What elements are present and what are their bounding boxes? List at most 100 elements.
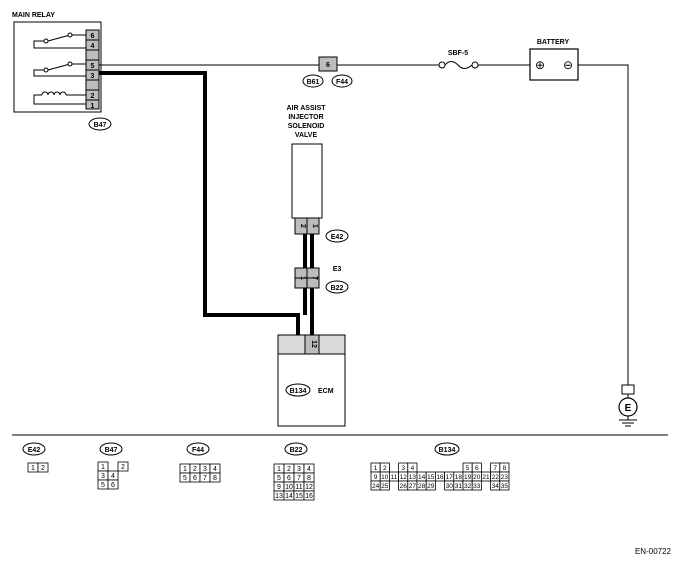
connector-pin-number: 8: [503, 465, 507, 472]
fuse-label: SBF-5: [448, 50, 468, 57]
connector-pin-number: 20: [473, 474, 481, 481]
connector-pin-number: 15: [295, 493, 303, 500]
connector-pin-number: 4: [213, 466, 217, 473]
connector-cell: [108, 462, 118, 471]
connector-pin-number: 9: [374, 474, 378, 481]
joint-pin: 7: [311, 276, 318, 280]
connector-pin-number: 7: [203, 475, 207, 482]
connector-tag-label: B134: [290, 388, 307, 395]
relay-pin: 5: [91, 63, 95, 70]
connector-pin-number: 6: [111, 482, 115, 489]
relay-switch-lower: [33, 61, 86, 77]
valve-pin: 1: [311, 224, 318, 228]
connector-cell: [481, 463, 490, 472]
top-connector-pin: 6: [326, 62, 330, 69]
main-relay-box: [13, 21, 102, 113]
connector-pin-number: 13: [275, 493, 283, 500]
connector-cell: [425, 480, 436, 491]
connector-pin-number: 4: [307, 466, 311, 473]
connector-cell: [389, 463, 398, 472]
wires: [99, 64, 629, 385]
connector-view-tag: [434, 442, 460, 456]
joint-pin: 1: [299, 276, 306, 280]
connector-view-id: B134: [439, 447, 456, 454]
connector-pin-number: 3: [101, 473, 105, 480]
connector-tag-b61: [302, 74, 324, 88]
connector-cell: [481, 481, 490, 490]
connector-cell: [499, 480, 510, 491]
valve-pin: 2: [299, 224, 306, 228]
connector-pin-number: 3: [203, 466, 207, 473]
connector-pin-number: 16: [305, 493, 313, 500]
connector-tag-b22: [325, 280, 349, 294]
connector-cell: [435, 481, 444, 490]
connector-pin-number: 16: [436, 474, 444, 481]
connector-pin-number: 8: [307, 475, 311, 482]
connector-pin-number: 3: [297, 466, 301, 473]
connector-pin-number: 23: [501, 474, 509, 481]
ground-connector: [621, 384, 635, 395]
connector-pin-number: 2: [383, 465, 387, 472]
connector-pin-number: 3: [401, 465, 405, 472]
connector-pin-number: 1: [277, 466, 281, 473]
ecm-pin-cell: [304, 334, 320, 355]
battery-box: [529, 48, 579, 81]
connector-pin-number: 5: [101, 482, 105, 489]
connector-cell: [379, 480, 390, 491]
connector-tag-f44: [331, 74, 353, 88]
connector-cell: [37, 462, 49, 473]
connector-tag-e3: E3: [333, 266, 342, 273]
connector-pin-number: 12: [305, 484, 313, 491]
connector-view-tag: [186, 442, 210, 456]
connector-pin-number: 14: [418, 474, 426, 481]
connector-pin-number: 7: [493, 465, 497, 472]
fuse-icon: [438, 61, 479, 69]
connector-pin-number: 17: [446, 474, 454, 481]
connector-pin-number: 5: [466, 465, 470, 472]
connector-pin-number: 11: [391, 474, 398, 481]
connector-pin-number: 19: [464, 474, 472, 481]
connector-view-id: B22: [290, 447, 303, 454]
connector-pin-number: 25: [381, 483, 389, 490]
connector-pin-number: 2: [287, 466, 291, 473]
valve-label-line: INJECTOR: [288, 114, 323, 121]
connector-pin-number: 28: [418, 483, 426, 490]
connector-pin-number: 6: [287, 475, 291, 482]
connector-cell: [454, 463, 463, 472]
connector-tag-b134: [285, 383, 311, 397]
top-connector: [318, 56, 338, 72]
ecm-pin: 12: [310, 340, 317, 348]
connector-pin-number: 2: [193, 466, 197, 473]
connector-pin-number: 2: [41, 465, 45, 472]
connector-pin-number: 5: [183, 475, 187, 482]
valve-label-line: VALVE: [295, 132, 318, 139]
connector-pin-number: 2: [121, 464, 125, 471]
connector-cell: [107, 479, 119, 490]
connector-tag-label: B47: [94, 122, 107, 129]
connector-tag-label: B22: [331, 285, 344, 292]
valve-label-line: SOLENOID: [288, 123, 325, 130]
connector-pin-number: 31: [455, 483, 463, 490]
connector-pin-number: 33: [473, 483, 481, 490]
connector-pin-number: 10: [285, 484, 293, 491]
connector-pin-number: 1: [374, 465, 378, 472]
relay-pin: 2: [91, 93, 95, 100]
connector-pin-number: 6: [475, 465, 479, 472]
connector-pin-number: 1: [101, 464, 105, 471]
battery-minus-icon: ⊖: [563, 58, 573, 72]
relay-coil-icon: [33, 91, 86, 105]
valve-label-line: AIR ASSIST: [286, 105, 326, 112]
connector-pin-number: 11: [295, 484, 302, 491]
connector-pin-number: 26: [400, 483, 408, 490]
connector-cell: [389, 481, 398, 490]
connector-pin-number: 14: [285, 493, 293, 500]
connector-pin-number: 5: [277, 475, 281, 482]
connector-cell: [445, 463, 454, 472]
connector-cell: [209, 472, 221, 483]
connector-cell: [426, 463, 435, 472]
connector-tag-label: E42: [331, 234, 344, 241]
